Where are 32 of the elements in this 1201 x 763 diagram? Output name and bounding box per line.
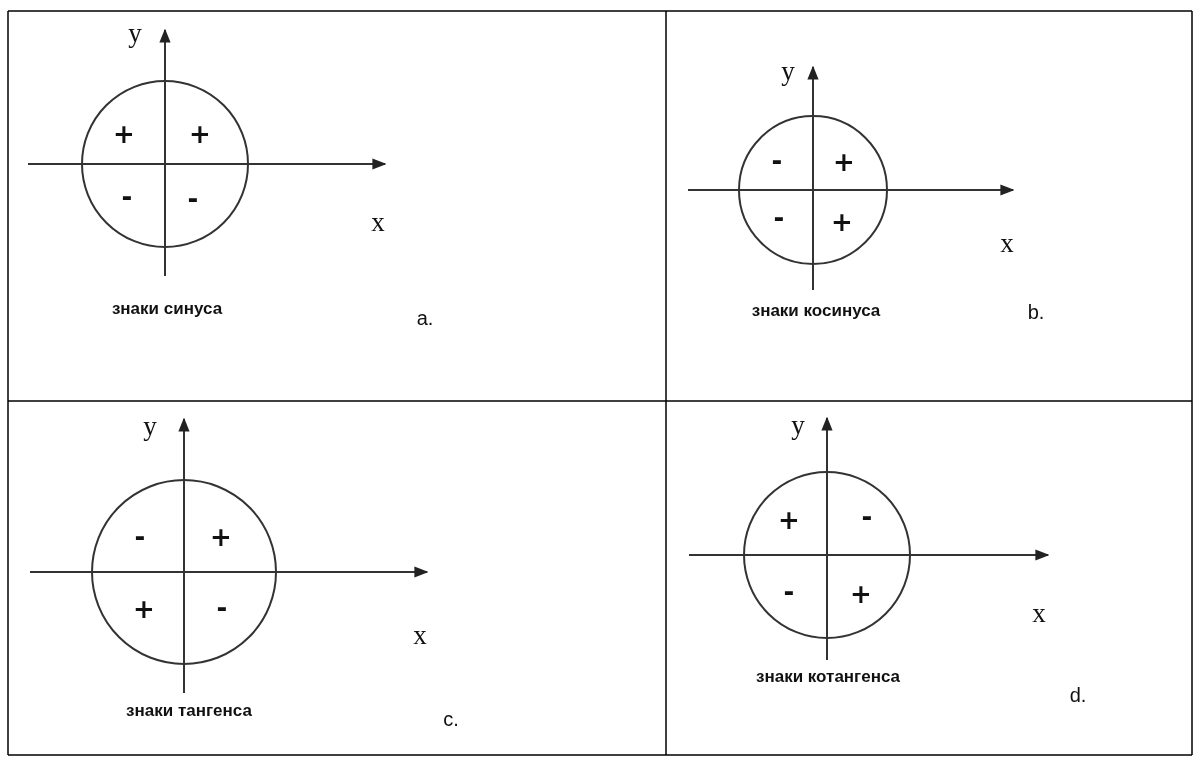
panel-letter: d. (1069, 685, 1087, 705)
panel-caption: знаки котангенса (755, 667, 901, 685)
panel-caption: знаки косинуса (751, 301, 881, 319)
sign-symbol: - (783, 579, 795, 605)
sign-symbol: + (189, 121, 211, 147)
sign-symbol: - (773, 205, 785, 231)
panel-caption: знаки тангенса (126, 701, 252, 719)
sign-symbol: + (133, 596, 155, 622)
axis-label: x (371, 208, 385, 236)
panel-letter: b. (1027, 302, 1045, 322)
axis-label: y (128, 19, 142, 47)
sign-symbol: + (113, 121, 135, 147)
sign-symbol: + (831, 209, 853, 235)
sign-symbol: + (778, 507, 800, 533)
sign-symbol: - (121, 184, 133, 210)
sign-symbol: - (216, 595, 228, 621)
sign-symbol: - (134, 524, 146, 550)
axis-label: y (143, 412, 157, 440)
axis-label: x (413, 621, 427, 649)
sign-symbol: + (850, 581, 872, 607)
sign-symbol: + (833, 149, 855, 175)
panel-letter: c. (443, 709, 459, 729)
sign-symbol: - (861, 504, 873, 530)
panel-letter: a. (416, 308, 434, 328)
sign-symbol: + (210, 524, 232, 550)
axis-label: x (1032, 599, 1046, 627)
axis-label: y (781, 57, 795, 85)
axis-label: x (1000, 229, 1014, 257)
sign-symbol: - (771, 148, 783, 174)
sign-symbol: - (187, 186, 199, 212)
panel-caption: знаки синуса (111, 299, 223, 317)
axis-label: y (791, 411, 805, 439)
